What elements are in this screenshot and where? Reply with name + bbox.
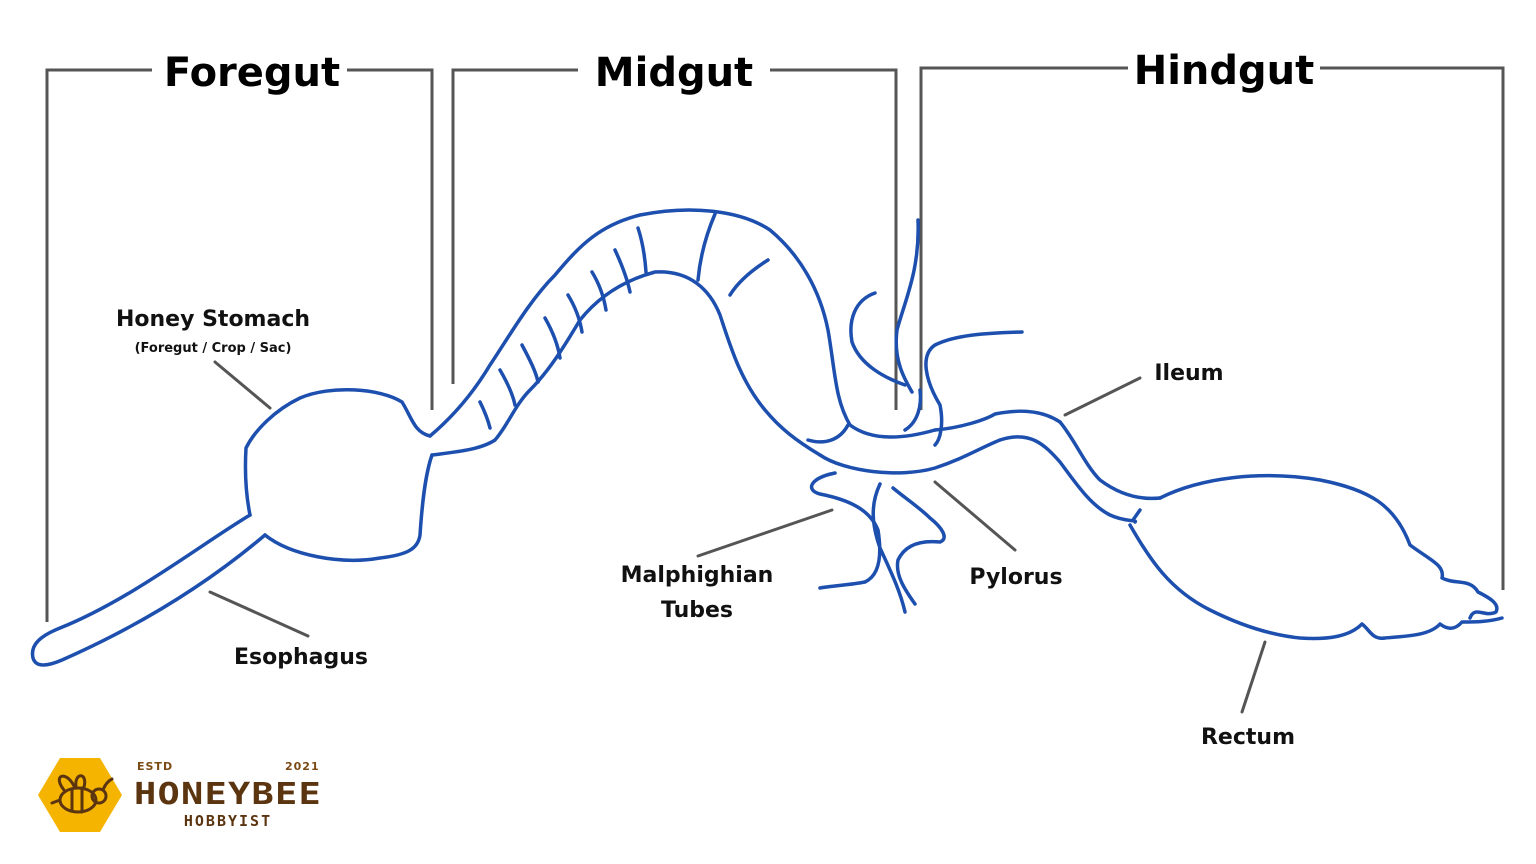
midgut-bracket	[451, 68, 898, 410]
pylorus-leader	[933, 480, 1017, 552]
honeybee-hobbyist-logo: ESTD 2021 HONEYBEE HOBBYIST	[38, 758, 322, 832]
logo-year: 2021	[285, 760, 320, 773]
esophagus-leader	[208, 590, 310, 638]
gut-outline	[30, 208, 1504, 667]
honey-stomach-label: Honey Stomach	[116, 307, 310, 332]
logo-sub: HOBBYIST	[184, 812, 272, 830]
rectum-leader	[1240, 640, 1267, 714]
honey-stomach-sublabel: (Foregut / Crop / Sac)	[135, 341, 292, 356]
hindgut-bracket	[919, 66, 1505, 590]
hexagon-icon	[38, 758, 122, 832]
logo-name: HONEYBEE	[134, 777, 322, 812]
ileum-label: Ileum	[1154, 361, 1223, 386]
foregut-bracket	[45, 68, 434, 622]
logo-estd: ESTD	[137, 760, 173, 773]
ileum-leader	[1063, 376, 1142, 417]
foregut-label: Foregut	[164, 50, 340, 96]
rectum-label: Rectum	[1201, 725, 1295, 750]
esophagus-label: Esophagus	[234, 645, 368, 670]
malpighian-leader	[696, 508, 834, 558]
malpighian-label-line1: Malphighian	[621, 563, 774, 588]
midgut-label: Midgut	[595, 50, 753, 96]
pylorus-label: Pylorus	[969, 565, 1062, 590]
honey-stomach-leader	[213, 360, 272, 410]
bee-icon	[50, 774, 114, 814]
malpighian-label-line2: Tubes	[661, 598, 733, 623]
hindgut-label: Hindgut	[1134, 48, 1315, 94]
